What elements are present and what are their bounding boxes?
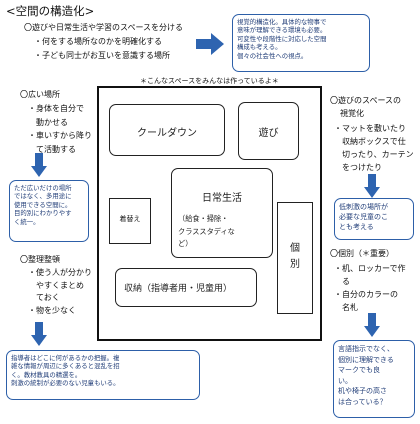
room-label: 個 別 — [278, 241, 312, 273]
top-section-bullet: ・子ども同士がお互いを意識する場所 — [34, 51, 170, 60]
bubble-line: く統一。 — [14, 217, 40, 226]
room-label: 着替え — [119, 215, 141, 223]
top-section-heading: 〇遊びや日常生活や学習のスペースを分ける — [24, 23, 184, 32]
left-section-line: ・物を少なく — [28, 305, 76, 315]
down-arrow-icon — [31, 153, 47, 177]
left-section-line: ・使う人が分かり — [28, 268, 92, 277]
bubble-line: 指導者はどこに何があるかの把握。複 — [11, 354, 120, 362]
room-sublabel: （給食・掃除・ クラススタディな ど） — [178, 213, 235, 251]
right-section-heading: 〇個別（＊重要） — [330, 249, 394, 258]
bubble-line: 低刺激の場所が — [339, 203, 388, 211]
classroom-floor-plan: クールダウン 遊び 日常生活 （給食・掃除・ クラススタディな ど） 着替え 個… — [97, 86, 322, 341]
room-label: クールダウン — [137, 128, 197, 139]
left-note-bubble: ただ広いだけの場所 ではなく、多用途に 使用できる空間に。 目的別にわかりやす … — [9, 180, 89, 242]
right-section-line: ・マットを敷いたり — [334, 124, 406, 133]
left-section-heading: 〇整理整頓 — [20, 255, 60, 264]
room-label-char: 別 — [290, 259, 300, 270]
right-section-line: 切ったり、カーテン — [334, 150, 414, 159]
room-label: 収納（指導者用・児童用） — [124, 284, 233, 294]
bubble-line: 言語指示でなく、 — [338, 345, 394, 353]
down-arrow-icon — [364, 313, 380, 337]
bubble-line: 視覚的構造化。具体的な物事で — [237, 18, 327, 26]
right-section-line: 収納ボックスで仕 — [334, 137, 406, 146]
right-arrow-icon — [196, 33, 224, 55]
bubble-line: 目的別にわかりやす — [14, 209, 72, 218]
left-section-heading: 〇広い場所 — [20, 90, 60, 99]
left-section-organize: 〇整理整頓 ・使う人が分かり やすくまとめ ておく ・物を少なく — [20, 254, 92, 317]
right-section-individual: 〇個別（＊重要） ・机、ロッカーで作 る ・自分のカラーの 名札 — [330, 248, 406, 314]
bubble-line: 必要な児童のこ — [339, 213, 388, 221]
right-section-line: ・自分のカラーの — [334, 290, 398, 299]
bubble-line: 使用できる空間に。 — [14, 200, 72, 209]
room-label: 日常生活 — [202, 193, 242, 204]
left-section-line: やすくまとめ — [28, 280, 84, 290]
top-section: 〇遊びや日常生活や学習のスペースを分ける ・何をする場所なのかを明確化する ・子… — [24, 22, 183, 61]
left-section-line: て活動する — [28, 144, 76, 154]
center-note: ＊こんなスペースをみんなは作っているよ＊ — [140, 77, 279, 85]
room-sublabel-line: （給食・掃除・ — [178, 214, 229, 223]
bubble-line: ただ広いだけの場所 — [14, 184, 72, 192]
top-section-bullet: ・何をする場所なのかを明確化する — [34, 37, 162, 46]
left-section-line: ・車いすから降り — [28, 131, 92, 140]
right-section-heading: 視覚化 — [340, 109, 364, 118]
left-section-line: 動かせる — [28, 117, 68, 127]
room-play: 遊び — [238, 102, 299, 160]
bubble-line: く。教材教具の精選を。 — [11, 370, 82, 379]
down-arrow-icon — [364, 174, 380, 198]
left-section-line: ・身体を自分で — [28, 104, 84, 113]
room-daily-life: 日常生活 （給食・掃除・ クラススタディな ど） — [171, 168, 273, 258]
right-note-bubble-2: 言語指示でなく、 個別に理解できる マークでも良 い。 机や椅子の高さ は合って… — [333, 340, 415, 418]
right-section-line: をつけたり — [334, 163, 382, 172]
bubble-line: 雑な情報が周辺に多くあると混乱を招 — [11, 362, 120, 371]
room-storage: 収納（指導者用・児童用） — [115, 268, 257, 307]
right-note-bubble: 低刺激の場所が 必要な児童のこ とも考える — [334, 198, 414, 240]
right-section-play-visual: 〇遊びのスペースの 視覚化 ・マットを敷いたり 収納ボックスで仕 切ったり、カー… — [330, 95, 414, 174]
left-section-line: ておく — [28, 293, 60, 302]
room-sublabel-line: クラススタディな — [178, 226, 235, 236]
room-label: 遊び — [258, 128, 279, 139]
bubble-line: は合っている？ — [338, 397, 387, 406]
right-section-line: る — [334, 277, 350, 286]
bubble-line: ではなく、多用途に — [14, 192, 72, 201]
room-changing: 着替え — [109, 198, 151, 244]
room-sublabel-line: ど） — [178, 239, 193, 248]
bubble-line: 刺激の統制が必要のない児童もいる。 — [11, 379, 120, 388]
room-individual: 個 別 — [277, 202, 313, 314]
right-section-line: 名札 — [334, 303, 358, 312]
left-section-wide-space: 〇広い場所 ・身体を自分で 動かせる ・車いすから降り て活動する — [20, 89, 92, 156]
bubble-line: 個別に理解できる — [338, 355, 394, 364]
bubble-line: い。 — [338, 376, 352, 385]
page-title: <空間の構造化> — [6, 4, 95, 18]
down-arrow-icon — [31, 322, 47, 346]
top-note-bubble: 視覚的構造化。具体的な物事で 意味が理解できる環境も必要。 可変性や段階性に対応… — [232, 14, 370, 72]
bubble-line: 意味が理解できる環境も必要。 — [237, 26, 327, 35]
room-cooldown: クールダウン — [109, 104, 225, 156]
bottom-note-bubble: 指導者はどこに何があるかの把握。複 雑な情報が周辺に多くあると混乱を招 く。教材… — [6, 350, 200, 400]
bubble-line: マークでも良 — [338, 366, 380, 375]
bubble-line: 構成も考える。 — [237, 43, 282, 52]
bubble-line: 机や椅子の高さ — [338, 387, 387, 396]
bubble-line: とも考える — [339, 223, 374, 231]
right-section-line: ・机、ロッカーで作 — [334, 264, 406, 273]
room-label-char: 個 — [290, 243, 300, 254]
bubble-line: 可変性や段階性に対応した空間 — [237, 34, 327, 43]
bubble-line: 個々の社会性への視点。 — [237, 51, 308, 60]
right-section-heading: 〇遊びのスペースの — [330, 96, 402, 105]
